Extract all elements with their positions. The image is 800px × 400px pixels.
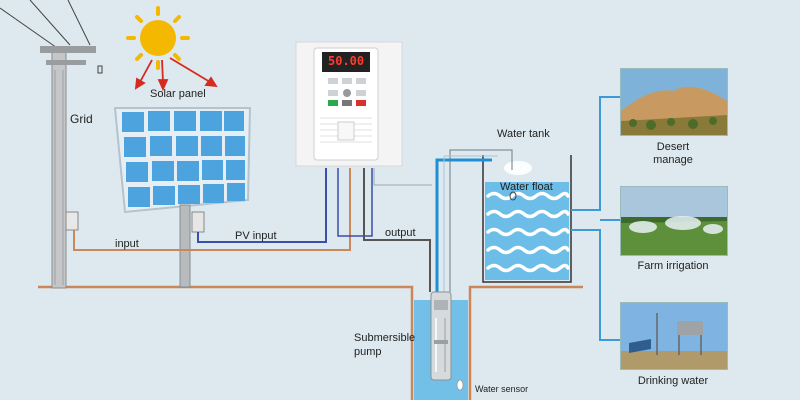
power-line-2 [29,0,71,46]
inverter [295,41,403,167]
pipe-to-drinking [571,229,620,341]
pv-return-wire [337,168,373,237]
power-line-3 [67,0,91,46]
water-float-icon [504,161,532,175]
desert-photo [620,68,728,136]
input-label: input [115,238,139,250]
submersible-pump-label-2: pump [354,346,382,358]
pump-pipe [435,158,492,296]
drinking-water-photo [620,302,728,370]
output-wire [363,168,431,292]
grid-label: Grid [70,112,93,126]
desert-label-2: manage [653,154,693,166]
drinking-water-label: Drinking water [637,375,709,387]
grid-input-wire [73,168,351,251]
pipe-to-desert [571,96,620,211]
submersible-pump-label-1: Submersible [354,332,416,344]
water-float-label: Water float [500,181,553,193]
submersible-pump [430,291,452,381]
signal-wire [373,168,432,186]
farm-photo [620,186,728,256]
desert-label-1: Desert [656,141,690,153]
solar-panel [113,107,252,288]
output-label: output [385,227,416,239]
sun-icon [126,6,190,70]
water-tank-label: Water tank [497,128,550,140]
sensor-cable [443,155,498,296]
grid-pole [40,46,103,289]
power-line-1 [0,7,61,51]
float-cable [449,149,513,292]
water-tank [482,155,572,283]
solar-panel-label: Solar panel [150,88,206,100]
sunlight-arrows [134,57,218,92]
water-sensor-icon [456,379,464,391]
pv-input-label: PV input [235,230,277,242]
pv-input-wire [197,168,327,243]
water-sensor-label: Water sensor [475,384,529,394]
farm-irrigation-label: Farm irrigation [637,260,709,272]
inverter-display-value: 50.00 [328,54,365,68]
ground-outline [38,285,583,400]
inverter-display [322,52,370,72]
